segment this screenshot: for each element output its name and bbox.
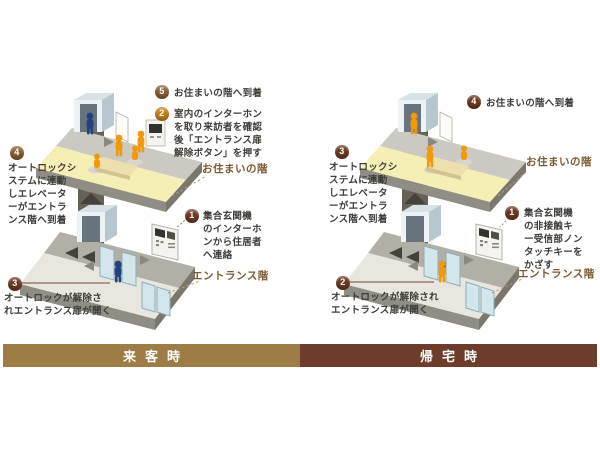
- returning-title-bar: 帰宅時: [300, 344, 597, 367]
- entrance-machine: [475, 223, 503, 261]
- panel-returning-home: 4 お住まいの階へ到着 3 オートロックシ ステムに連動 しエレベータ ーがエン…: [300, 0, 600, 340]
- outer-glass-doors: [465, 281, 495, 317]
- exit-arrow: [104, 137, 114, 147]
- step-text-4: オートロックシ ステムに連動 しエレベータ ーがエントラ ンス階へ到着: [8, 163, 77, 226]
- person-resident-sitting: [461, 145, 467, 160]
- step-badge-2: 2: [336, 276, 350, 290]
- entrance-floor-slab: [20, 232, 195, 330]
- step-text-3: オートロックシ ステムに連動 しエレベータ ーがエントラ ンス階へ到着: [329, 162, 398, 225]
- living-area: [88, 134, 143, 180]
- leader-upper-floor-label: [171, 175, 207, 197]
- person-resident-sitting-right: [132, 145, 138, 160]
- entrance-floor-label: エントランス階: [518, 268, 595, 280]
- visitor-title: 来客時: [122, 349, 189, 364]
- leader-lower-floor-label: [491, 278, 523, 294]
- step-text-2: 室内のインターホン を取り来訪者を確認 後「エントランス扉 解除ボタン」を押す: [174, 109, 263, 159]
- entrance-floor-label: エントランス階: [192, 270, 269, 282]
- door-slide-arrow-right: [464, 255, 474, 265]
- wall-intercom-device: [145, 119, 166, 147]
- step-badge-2: 2: [155, 107, 169, 121]
- step-text-1: 集合玄関機 の非接触キ ー受信部ノン タッチキーを かざす: [524, 208, 583, 271]
- visitor-title-bar: 来客時: [3, 344, 300, 367]
- person-resident-sitting-left: [94, 153, 100, 168]
- lower-elevator-car: [401, 205, 441, 242]
- entrance-machine: [151, 223, 179, 261]
- panel-visitor: 5 お住まいの階へ到着 2 室内のインターホン を取り来訪者を確認 後「エントラ…: [0, 0, 300, 340]
- step-badge-3: 3: [335, 145, 349, 159]
- visitor-isometric-illustration: [20, 93, 207, 330]
- leader-step1: [499, 217, 510, 228]
- door-slide-arrow-left: [408, 261, 418, 271]
- residence-floor-slab: [360, 128, 526, 212]
- step-badge-5: 5: [155, 85, 169, 99]
- step-badge-4: 4: [467, 95, 481, 109]
- lower-elevator-car: [77, 205, 117, 242]
- leader-lower-floor-label: [167, 280, 201, 294]
- upper-elevator-car: [74, 93, 114, 132]
- exit-arrow: [428, 137, 438, 147]
- residence-floor-label: お住まいの階: [202, 163, 268, 175]
- step-badge-3: 3: [8, 277, 22, 291]
- upper-floor-door: [439, 111, 453, 143]
- returning-isometric-illustration: [344, 93, 527, 330]
- door-slide-arrow-left: [84, 261, 94, 271]
- door-slide-arrow-right: [140, 255, 150, 265]
- step-text-3: オートロックが解除さ れエントランス扉が開く: [4, 293, 112, 317]
- upper-elevator-car: [398, 93, 438, 132]
- entrance-doors: [99, 245, 137, 287]
- outer-glass-doors: [141, 281, 171, 317]
- step-text-5: お住まいの階へ到着: [174, 88, 263, 99]
- returning-title: 帰宅時: [419, 349, 486, 364]
- step-text-1: 集合玄関機 のインターホ ンから住居者 へ連絡: [203, 211, 262, 261]
- step-badge-1: 1: [505, 206, 519, 220]
- living-area: [424, 145, 472, 180]
- step-text-2: オートロックが解除され エントランス扉が開く: [331, 292, 439, 316]
- step-badge-1: 1: [185, 209, 199, 223]
- upper-floor-door: [115, 111, 129, 143]
- residence-floor-label: お住まいの階: [526, 156, 592, 168]
- entrance-doors: [423, 245, 461, 287]
- step-badge-4: 4: [10, 146, 24, 160]
- step-text-4: お住まいの階へ到着: [486, 98, 575, 109]
- leader-upper-floor-label: [497, 171, 527, 197]
